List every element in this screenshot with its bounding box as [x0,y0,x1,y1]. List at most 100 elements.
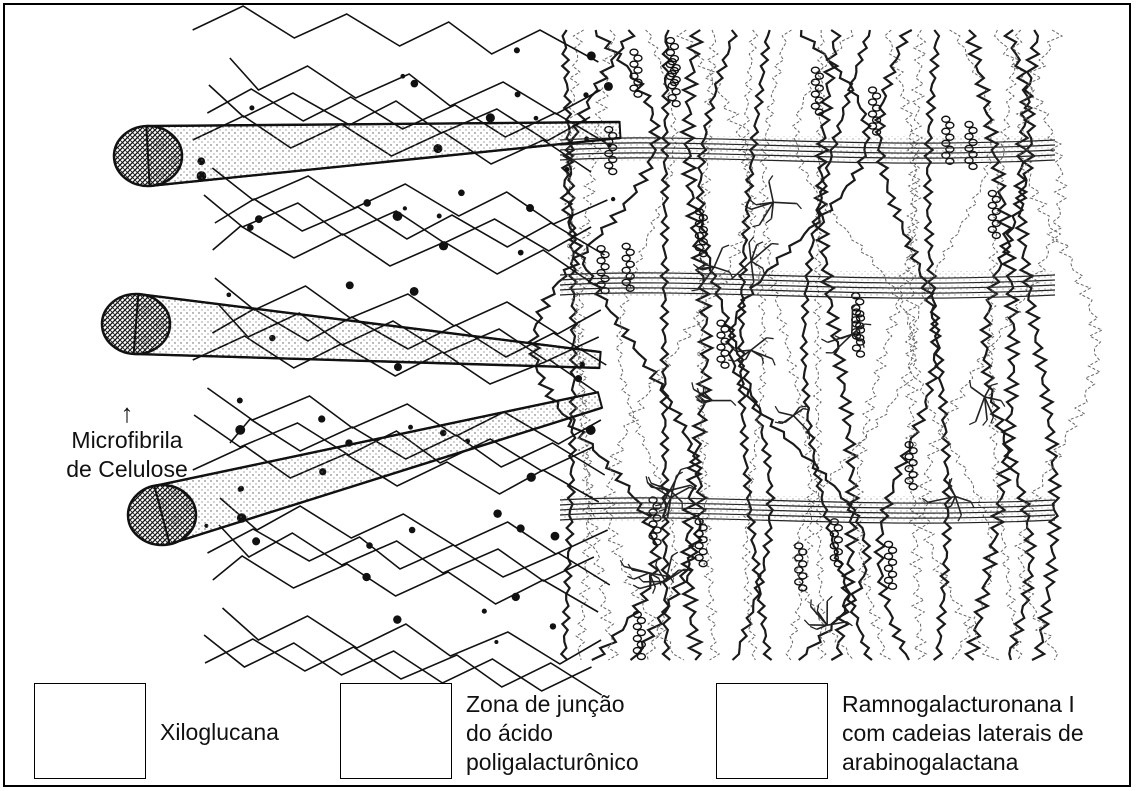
microfibril-end [102,294,170,354]
rg-twig [638,577,643,582]
junction-zone [633,636,641,642]
legend-polygalacturonic-text: Zona de junção do ácido poligalacturônic… [466,690,639,777]
junction-zone [815,85,823,91]
rg-branch [985,397,1002,401]
xyloglucan-knot [611,197,615,201]
rg-twig [778,422,785,423]
microfibril-rod [154,392,602,544]
xyloglucan-knot [527,473,536,482]
xyloglucan-knot [393,211,403,221]
xyloglucan-knot [586,425,596,435]
legend-polygalacturonic-line-3: poligalacturônico [466,748,639,777]
rg-branch [976,397,985,422]
rg-twig [731,401,736,406]
junction-zone [795,543,803,549]
junction-zone [699,549,707,555]
junction-zone [969,163,977,169]
rg-twig [679,570,686,571]
rg-twig [653,587,656,593]
rg-twig [983,420,987,425]
junction-zone [721,362,729,368]
xyloglucan-knot [515,91,521,97]
junction-zone [637,630,645,636]
junction-zone [717,332,725,338]
rg-branch [852,308,853,335]
pectin-chain [1015,30,1060,660]
xyloglucan-strand [215,199,605,255]
junction-zone [885,541,893,547]
pectin-chain [905,30,926,660]
pectin-chain [924,30,951,660]
xyloglucan-knot [366,542,373,549]
junction-zone [626,249,634,255]
pectin-chain [966,30,1019,660]
xyloglucan-knot [237,398,243,404]
xyloglucan-knot [551,532,560,541]
legend-rhamnogalacturonan-line-2: com cadeias laterais de [842,719,1084,748]
junction-zone [670,44,678,50]
rg-twig [757,242,763,245]
junction-zone [605,163,613,169]
junction-zone [717,344,725,350]
xyloglucan-knot [518,250,524,256]
junction-zone [721,350,729,356]
pectin-chain [697,30,774,660]
legend-rhamnogalacturonan-box [716,683,828,779]
xyloglucan-knot [482,609,487,614]
junction-zone [622,243,630,249]
xyloglucan-knot [393,615,401,623]
fibre-bundle-shade [560,136,1055,162]
rg-twig [692,382,694,389]
junction-zone [834,525,842,531]
junction-zone [672,101,680,107]
xyloglucan-knot [565,167,570,172]
junction-zone [869,87,877,93]
junction-zone [856,351,864,357]
xyloglucan-strand [213,556,598,612]
rg-twig [672,552,678,556]
junction-zone [811,103,819,109]
xyloglucan-knot [575,375,582,382]
microfibril-label: ↑ Microfibrila de Celulose [52,400,202,484]
junction-zone [965,121,973,127]
junction-zone [601,264,609,270]
junction-zone [666,50,674,56]
xyloglucan-knot [583,92,588,97]
xyloglucan-strand [207,529,609,585]
junction-zone [905,454,913,460]
rg-twig [864,324,871,325]
xyloglucan-knot [494,640,498,644]
rg-twig [766,219,772,223]
rg-branch [971,387,985,397]
xyloglucan-knot [247,224,254,231]
xyloglucan-strand [219,525,594,581]
xyloglucan-strand [212,168,607,224]
junction-zone [721,326,729,332]
microfibril-label-line-2: de Celulose [66,456,187,482]
rg-twig [797,204,802,209]
legend-polygalacturonic-line-1: Zona de junção [466,690,639,719]
junction-zone [637,654,645,660]
rg-twig [772,359,775,365]
junction-zone [869,99,877,105]
junction-zone [909,460,917,466]
xyloglucan-knot [363,199,371,207]
xyloglucan-knot [411,80,419,88]
junction-zone [634,67,642,73]
legend-xyloglucan-text: Xiloglucana [160,718,279,747]
rg-branch [773,202,797,203]
xyloglucan-knot [403,206,407,210]
junction-zone [885,565,893,571]
junction-zone [869,111,877,117]
rg-twig [752,225,759,227]
rg-branch [769,181,773,202]
junction-zone [597,258,605,264]
rg-branch [749,242,751,261]
junction-zone [634,55,642,61]
xyloglucan-knot [394,363,402,371]
junction-zone [672,89,680,95]
legend-xyloglucan-line-1: Xiloglucana [160,718,279,747]
rg-twig [693,264,698,268]
pectin-chain [815,30,858,660]
legend-polygalacturonic-box [340,683,452,779]
